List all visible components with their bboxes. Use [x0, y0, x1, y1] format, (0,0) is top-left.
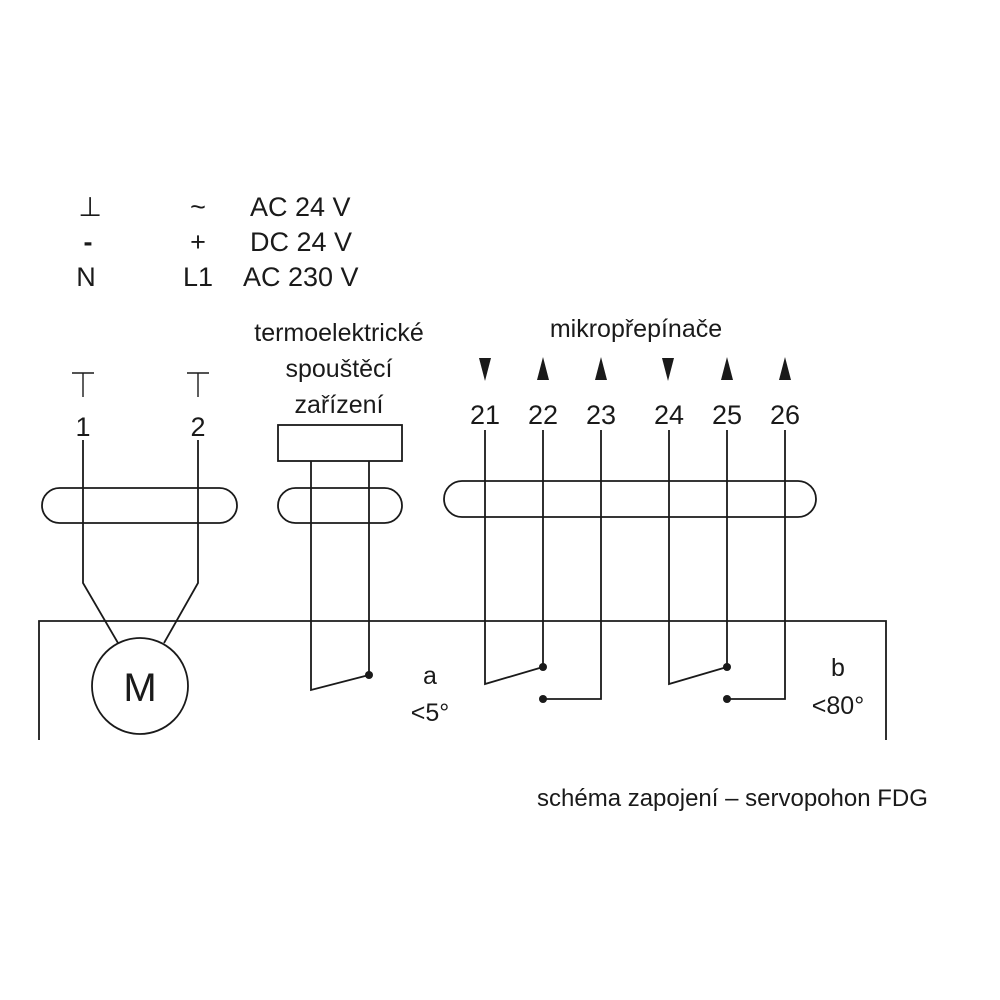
- terminal-2-label: 2: [190, 412, 205, 442]
- supply-row2-voltage: DC 24 V: [250, 227, 352, 257]
- switch-a-dot-22: [539, 663, 547, 671]
- motor-symbol: [91, 637, 189, 735]
- arrow-up-22: [537, 357, 549, 380]
- switch-b-wire-24: [668, 430, 728, 686]
- microswitch-terminals: 21 22 23 24 25 26: [470, 400, 800, 430]
- switch-a-angle: <5°: [411, 699, 450, 727]
- arrow-down-21: [479, 358, 491, 381]
- switch-a-dot-23: [539, 695, 547, 703]
- actuator-housing: [38, 620, 887, 740]
- terminal-24-label: 24: [654, 400, 684, 430]
- heater-label-line3: zařízení: [295, 391, 384, 419]
- arrow-up-23: [595, 357, 607, 380]
- motor-wire-1: [82, 440, 119, 644]
- terminal-22-label: 22: [528, 400, 558, 430]
- heater-label-line2: spouštěcí: [285, 355, 392, 383]
- motor-label: M: [123, 666, 156, 710]
- supply-row1-col1: ⊥: [78, 192, 102, 222]
- switch-b-angle: <80°: [812, 692, 864, 720]
- terminal-1-label: 1: [75, 412, 90, 442]
- switch-b-dot-26: [723, 695, 731, 703]
- switch-b-name: b: [831, 654, 845, 682]
- motor-wire-2: [163, 440, 199, 644]
- supply-table: ⊥ ~ AC 24 V - + DC 24 V N L1 AC 230 V: [76, 192, 358, 292]
- terminal-25-label: 25: [712, 400, 742, 430]
- heater-box: [277, 424, 403, 462]
- heater-wire-left: [310, 461, 370, 692]
- supply-row1-voltage: AC 24 V: [250, 192, 351, 222]
- switch-b-wire-26: [727, 430, 786, 700]
- supply-row2-col1: -: [84, 227, 93, 257]
- supply-row3-col2: L1: [183, 262, 213, 292]
- supply-row3-col1: N: [76, 262, 96, 292]
- supply-row1-col2: ~: [190, 192, 206, 222]
- arrow-up-26: [779, 357, 791, 380]
- terminal-23-label: 23: [586, 400, 616, 430]
- supply-row2-col2: +: [190, 227, 206, 257]
- heater-contact-dot: [365, 671, 373, 679]
- microswitch-label: mikropřepínače: [550, 315, 722, 343]
- switch-a-name: a: [423, 662, 437, 690]
- terminal-21-label: 21: [470, 400, 500, 430]
- heater-label-line1: termoelektrické: [254, 319, 424, 347]
- diagram-caption: schéma zapojení – servopohon FDG: [537, 785, 928, 812]
- cable-gland-motor: [41, 487, 238, 524]
- heater-label: termoelektrické spouštěcí zařízení: [254, 319, 424, 419]
- microswitch-arrows: [479, 357, 791, 381]
- cable-gland-microswitch: [443, 480, 817, 518]
- switch-a-wire-23: [543, 430, 602, 700]
- cable-gland-heater: [277, 487, 403, 524]
- terminal-26-label: 26: [770, 400, 800, 430]
- arrow-up-25: [721, 357, 733, 380]
- arrow-down-24: [662, 358, 674, 381]
- switch-b-dot-25: [723, 663, 731, 671]
- motor-terminals: 1 2: [72, 372, 209, 442]
- switch-a-wire-21: [484, 430, 544, 686]
- supply-row3-voltage: AC 230 V: [243, 262, 359, 292]
